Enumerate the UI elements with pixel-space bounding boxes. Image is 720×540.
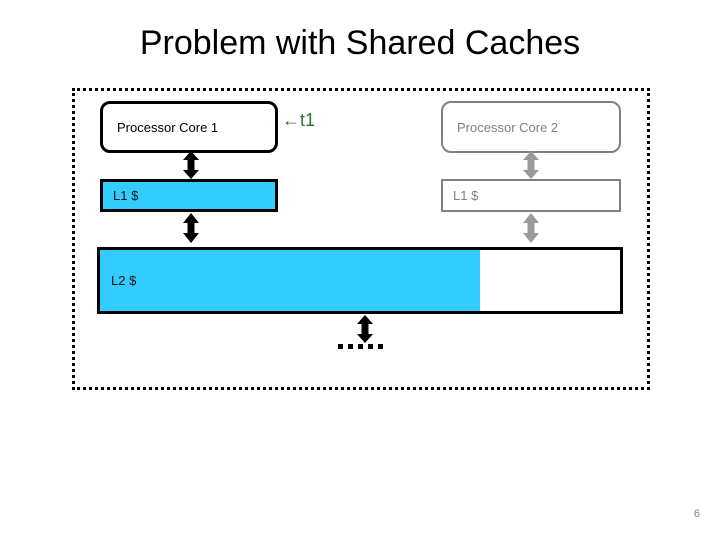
page-number: 6 bbox=[693, 508, 700, 520]
processor-core-2-box[interactable]: Processor Core 2 bbox=[441, 101, 621, 153]
processor-core-1-box[interactable]: Processor Core 1 bbox=[100, 101, 278, 153]
processor-core-1-label: Processor Core 1 bbox=[117, 119, 219, 135]
continuation-dots bbox=[338, 344, 383, 349]
chip-boundary bbox=[72, 88, 650, 390]
l2-cache-fill-bar bbox=[100, 250, 480, 311]
arrow-l1-to-l2-icon bbox=[178, 213, 204, 248]
arrow-core1-to-l1-icon bbox=[178, 151, 204, 184]
dot-4 bbox=[368, 344, 373, 349]
l2-cache-label: L2 $ bbox=[111, 273, 137, 288]
dot-1 bbox=[338, 344, 343, 349]
arrow-l1-right-to-l2-icon bbox=[518, 213, 544, 248]
dot-3 bbox=[358, 344, 363, 349]
processor-core-2-label: Processor Core 2 bbox=[457, 119, 559, 135]
dot-5 bbox=[378, 344, 383, 349]
page-title: Problem with Shared Caches bbox=[139, 24, 581, 62]
l1-cache-right-box[interactable]: L1 $ bbox=[441, 179, 621, 212]
thread-t1-annotation: ←t1 bbox=[282, 110, 316, 130]
l1-cache-right-label: L1 $ bbox=[453, 188, 479, 203]
l1-cache-left-box[interactable]: L1 $ bbox=[100, 179, 278, 212]
dot-2 bbox=[348, 344, 353, 349]
arrow-core2-to-l1-icon bbox=[518, 151, 544, 184]
l1-cache-left-label: L1 $ bbox=[113, 188, 139, 203]
arrow-l2-to-memory-icon bbox=[352, 315, 378, 348]
l2-shared-cache-box[interactable]: L2 $ bbox=[97, 247, 623, 314]
